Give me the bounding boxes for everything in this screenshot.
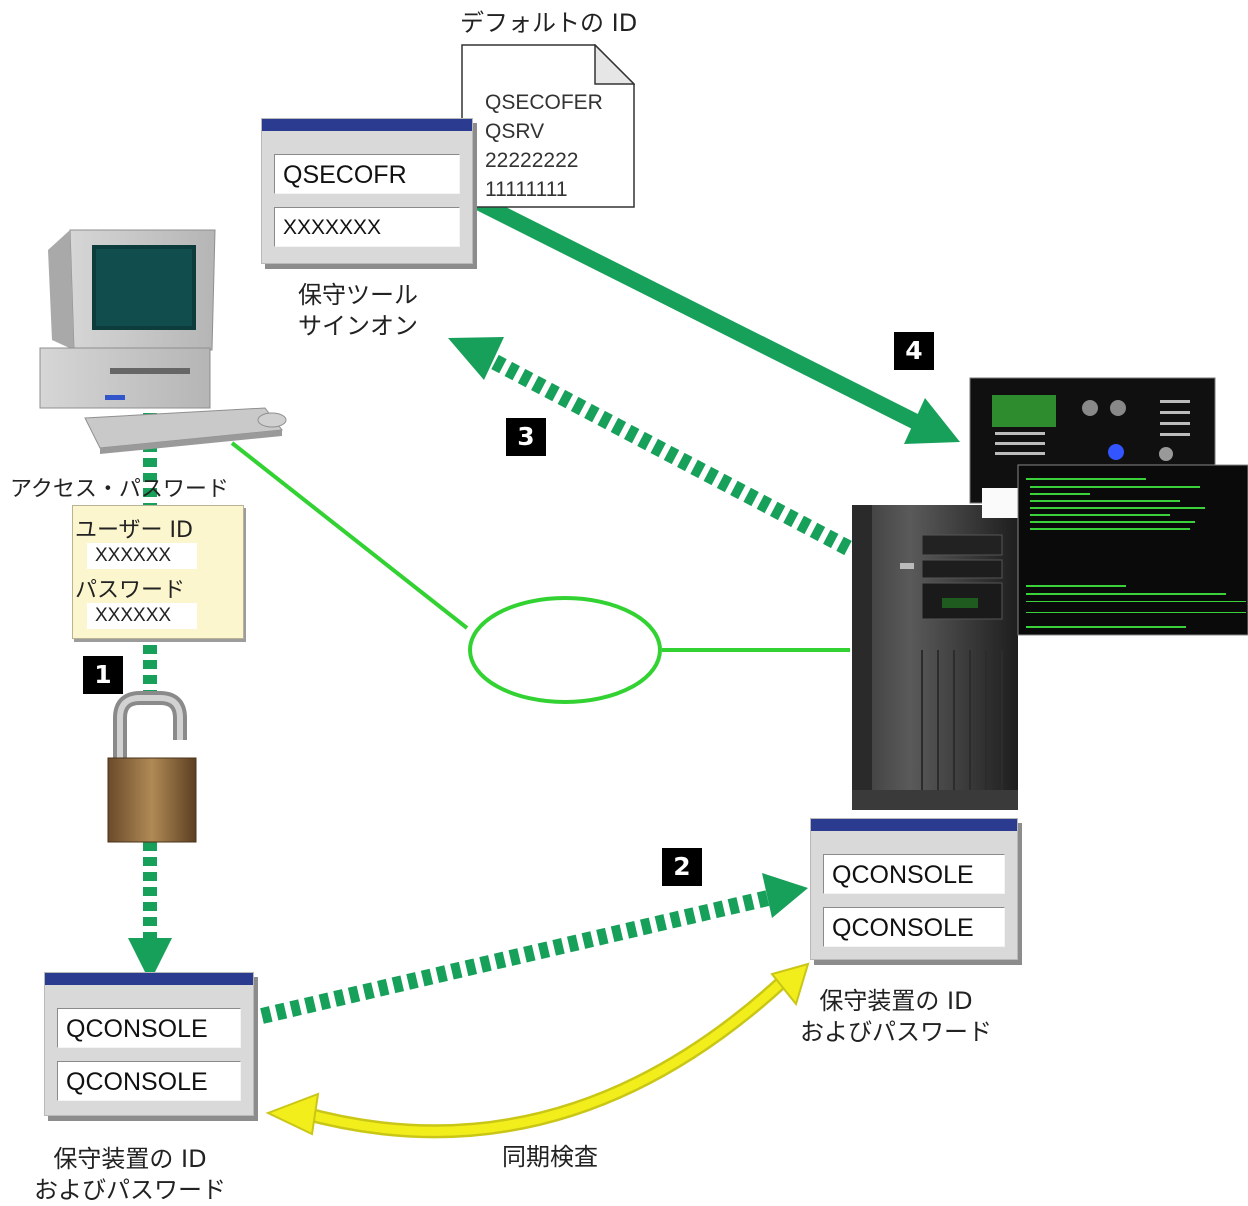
device-window-left: QCONSOLE QCONSOLE [44,972,254,1116]
device-right-id-field[interactable]: QCONSOLE [823,854,1005,894]
default-id-3: 22222222 [485,149,579,172]
title-bar [811,819,1017,831]
dst-signon-window: QSECOFR XXXXXXX [261,118,473,264]
document-icon [461,44,635,208]
device-right-label-line2: およびパスワード [800,1018,992,1046]
title-bar [45,973,253,985]
step3-arrow [448,337,852,556]
default-id-2: QSRV [485,120,545,143]
access-password-label: アクセス・パスワード [10,477,229,502]
step-2-badge: 2 [662,848,702,886]
card-user-value: XXXXXX [87,543,197,569]
dst-signon-label: 保守ツール サインオン [298,280,418,342]
device-left-label-line1: 保守装置の ID [53,1145,207,1173]
card-password-label: パスワード [75,578,186,603]
default-id-document: QSECOFER QSRV 22222222 11111111 [461,44,635,208]
padlock-icon [107,691,197,843]
title-bar [262,119,472,131]
step4-arrow [474,194,960,444]
step-1-badge: 1 [83,656,123,694]
default-id-title: デフォルトの ID [460,9,638,37]
terminal-screen [1017,464,1248,636]
network-lines [230,441,850,704]
device-right-label-line1: 保守装置の ID [819,987,973,1015]
dst-user-field[interactable]: QSECOFR [274,154,460,194]
sync-check-label: 同期検査 [502,1143,598,1171]
dst-password-field[interactable]: XXXXXXX [274,207,460,247]
step-3-badge: 3 [506,418,546,456]
access-password-card: ユーザー ID XXXXXX パスワード XXXXXX [72,505,244,639]
computer-icon [39,229,287,454]
device-left-label-line2: およびパスワード [34,1176,226,1204]
device-left-id-field[interactable]: QCONSOLE [57,1008,241,1048]
device-window-right: QCONSOLE QCONSOLE [810,818,1018,960]
device-right-password-field[interactable]: QCONSOLE [823,907,1005,947]
dst-signon-label-line1: 保守ツール [298,281,418,309]
default-id-4: 11111111 [485,178,568,201]
device-right-label: 保守装置の ID およびパスワード [800,986,992,1048]
card-user-label: ユーザー ID [75,518,193,543]
sync-check-arrow [265,962,810,1139]
server-icon [852,505,1018,810]
device-left-password-field[interactable]: QCONSOLE [57,1061,241,1101]
dst-signon-label-line2: サインオン [298,312,418,340]
step-4-badge: 4 [894,332,934,370]
device-left-label: 保守装置の ID およびパスワード [34,1144,226,1206]
default-id-1: QSECOFER [485,91,603,114]
card-password-value: XXXXXX [87,603,197,629]
step2-arrow [260,873,808,1024]
